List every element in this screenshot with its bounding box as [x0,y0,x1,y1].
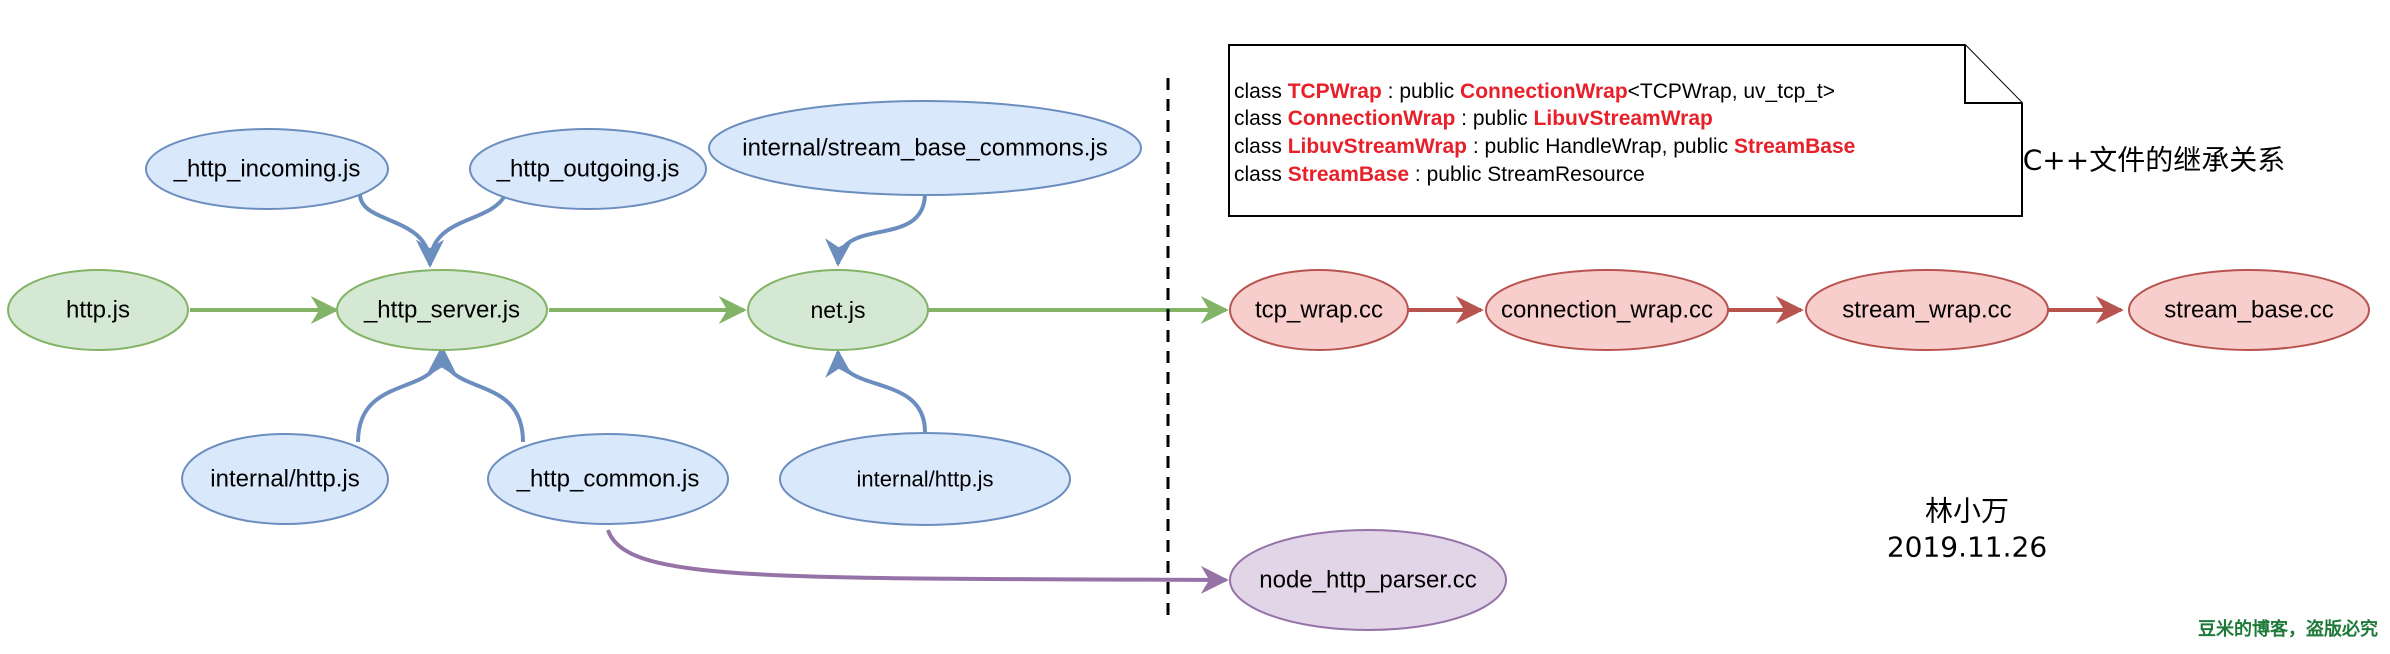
watermark-footer: 豆米的博客，盗版必究 [2198,618,2378,640]
node-label: internal/http.js [857,467,994,492]
node-label: _http_common.js [516,466,700,493]
inheritance-title: C++文件的继承关系 [2023,144,2285,177]
node-internal-http-left: internal/http.js [181,433,389,525]
note-shape [1228,44,2023,217]
node-http-js: http.js [7,269,189,351]
node-label: _http_outgoing.js [496,156,680,183]
diagram-date: 2019.11.26 [1887,531,2047,564]
note-line-2: class ConnectionWrap : public LibuvStrea… [1234,107,1713,130]
node-internal-http-right: internal/http.js [779,432,1071,526]
node-stream-base-commons: internal/stream_base_commons.js [708,100,1142,196]
author-name: 林小万 [1925,495,2009,528]
note-line-4: class StreamBase : public StreamResource [1234,163,1645,186]
node-label: _http_server.js [363,297,520,324]
edge-internal-http-to-net [825,349,927,433]
node-label: node_http_parser.cc [1259,567,1477,594]
node-stream-wrap: stream_wrap.cc [1805,269,2049,351]
node-http-outgoing: _http_outgoing.js [469,128,707,210]
node-tcp-wrap: tcp_wrap.cc [1229,269,1409,351]
node-http-incoming: _http_incoming.js [145,128,389,210]
node-connection-wrap: connection_wrap.cc [1485,269,1729,351]
node-label: http.js [66,297,130,324]
node-stream-base: stream_base.cc [2128,269,2370,351]
node-label: internal/stream_base_commons.js [742,135,1108,162]
node-label: stream_wrap.cc [1842,297,2011,324]
edge-internal-http-to-server [356,347,455,443]
node-label: connection_wrap.cc [1501,297,1713,324]
node-label: tcp_wrap.cc [1255,297,1383,324]
node-label: net.js [811,297,866,323]
node-label: _http_incoming.js [173,156,361,183]
inheritance-note: class TCPWrap : public ConnectionWrap<TC… [1228,44,2023,217]
node-label: stream_base.cc [2164,297,2333,324]
js-dependency-edges [356,192,927,443]
note-fold [1964,45,2022,104]
note-line-1: class TCPWrap : public ConnectionWrap<TC… [1234,80,1835,103]
node-http-server: _http_server.js [336,269,548,351]
node-net-js: net.js [747,269,929,351]
node-http-parser: node_http_parser.cc [1229,529,1507,631]
edge-incoming-to-server [358,193,444,268]
node-http-common: _http_common.js [487,433,729,525]
edge-common-to-server [429,347,525,443]
edge-common-to-parser [606,529,1229,594]
edge-outgoing-to-server [416,192,508,268]
node-label: internal/http.js [210,466,359,493]
edge-streambase-to-net [825,192,927,267]
note-line-3: class LibuvStreamWrap : public HandleWra… [1234,135,1855,158]
